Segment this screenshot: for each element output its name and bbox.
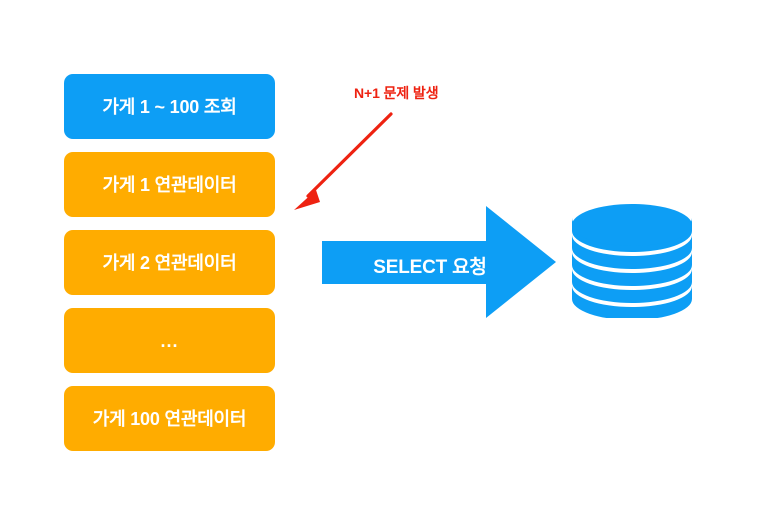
database-cylinder-icon	[572, 204, 692, 318]
entity-box-label: 가게 1 ~ 100 조회	[102, 96, 237, 117]
entity-box-related-ellipsis[interactable]: ...	[64, 308, 275, 373]
entity-box-primary-query[interactable]: 가게 1 ~ 100 조회	[64, 74, 275, 139]
select-request-arrow-icon	[322, 206, 556, 318]
annotation-label: N+1 문제 발생	[354, 85, 439, 101]
entity-box-label: 가게 2 연관데이터	[102, 252, 237, 273]
entity-box-label: 가게 1 연관데이터	[102, 174, 237, 195]
entity-box-label: 가게 100 연관데이터	[92, 408, 247, 429]
entity-box-stack: 가게 1 ~ 100 조회 가게 1 연관데이터 가게 2 연관데이터 ... …	[64, 74, 275, 451]
select-request-label: SELECT 요청	[373, 257, 487, 278]
entity-box-related-1[interactable]: 가게 1 연관데이터	[64, 152, 275, 217]
entity-box-label: ...	[160, 330, 179, 351]
entity-box-related-100[interactable]: 가게 100 연관데이터	[64, 386, 275, 451]
entity-box-related-2[interactable]: 가게 2 연관데이터	[64, 230, 275, 295]
annotation-arrow-icon	[294, 112, 393, 210]
